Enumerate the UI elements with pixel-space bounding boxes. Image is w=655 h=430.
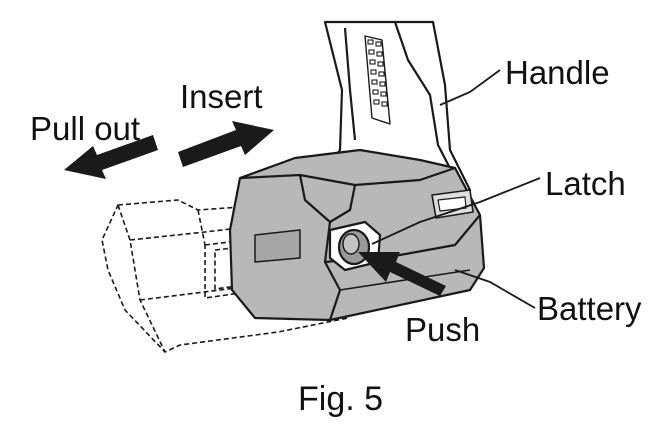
push-label: Push xyxy=(405,311,481,348)
latch-leader-line xyxy=(371,177,541,245)
pull-out-label: Pull out xyxy=(30,110,141,147)
figure-caption: Fig. 5 xyxy=(298,380,384,418)
handle-leader-line xyxy=(439,69,501,106)
grip-texture xyxy=(367,39,388,107)
push-arrow xyxy=(358,252,446,296)
insert-label: Insert xyxy=(180,78,263,115)
battery-leader-line xyxy=(454,269,536,309)
battery-label: Battery xyxy=(537,290,642,327)
handle-label: Handle xyxy=(505,54,610,91)
leader-lines xyxy=(371,69,541,309)
pull-out-arrow xyxy=(64,135,158,179)
latch-label: Latch xyxy=(545,165,626,202)
insert-arrow xyxy=(178,121,274,167)
